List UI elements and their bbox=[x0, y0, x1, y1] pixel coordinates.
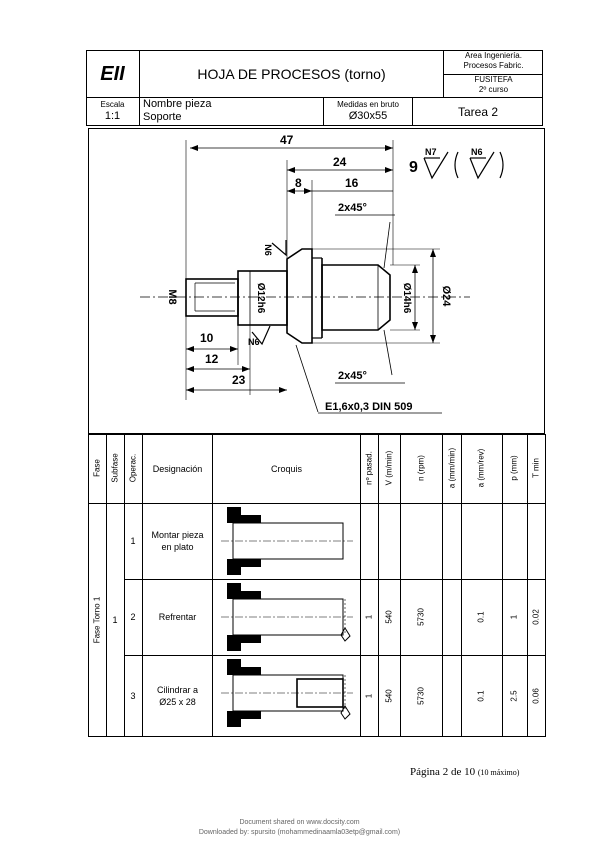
medidas-label: Medidas en bruto bbox=[337, 100, 399, 109]
dept-line-2: Procesos Fabric. bbox=[463, 61, 524, 70]
nombre-value: Soporte bbox=[143, 111, 182, 123]
roughness-b: N6 bbox=[248, 337, 260, 347]
hdr-operac: Operac. bbox=[128, 453, 138, 483]
row2-p: 1 bbox=[509, 614, 519, 620]
row3-designacion: Cilindrar a Ø25 x 28 bbox=[143, 655, 212, 737]
roughness-a: N6 bbox=[263, 244, 273, 256]
finish-n6: N6 bbox=[471, 147, 483, 157]
hdr-t: T min bbox=[531, 458, 541, 478]
row1-op: 1 bbox=[130, 536, 136, 546]
fase-value: Fase Torno 1 bbox=[92, 596, 102, 644]
row3-t: 0.06 bbox=[531, 688, 541, 704]
dim-16: 16 bbox=[345, 176, 359, 190]
dim-10: 10 bbox=[200, 331, 214, 345]
finish-n7: N7 bbox=[425, 147, 437, 157]
row1-des-line1: Montar pieza bbox=[151, 530, 204, 540]
hdr-a-min: a (mm/min) bbox=[447, 447, 457, 489]
medidas-value: Ø30x55 bbox=[348, 110, 388, 122]
escala-label: Escala bbox=[100, 100, 125, 109]
drawing-frame bbox=[88, 128, 545, 434]
row2-designacion: Refrentar bbox=[158, 612, 197, 622]
logo: EII bbox=[100, 62, 125, 85]
dim-47: 47 bbox=[280, 133, 294, 147]
row3-des-line2: Ø25 x 28 bbox=[159, 697, 196, 707]
row3-a-rev: 0.1 bbox=[476, 690, 486, 702]
shared-notice: Document shared on www.docsity.com bbox=[239, 819, 360, 826]
croquis-sketches bbox=[221, 507, 353, 727]
school-name: FUSITEFA bbox=[474, 75, 513, 84]
hdr-subfase: Subfase bbox=[110, 453, 120, 483]
hdr-fase: Fase bbox=[92, 459, 102, 477]
download-notice: Downloaded by: spursito (mohammedinaamla… bbox=[198, 829, 401, 836]
page-note: (10 máximo) bbox=[477, 768, 520, 777]
hdr-p: p (mm) bbox=[509, 455, 519, 481]
header-row bbox=[86, 50, 543, 98]
row3-p: 2.5 bbox=[509, 690, 519, 702]
hdr-n: n (rpm) bbox=[416, 455, 426, 481]
nombre-label: Nombre pieza bbox=[143, 98, 212, 110]
dim-12: 12 bbox=[205, 352, 219, 366]
row3-des-line1: Cilindrar a bbox=[156, 685, 198, 695]
thread-label: M8 bbox=[166, 289, 178, 304]
row3-n: 5730 bbox=[416, 687, 426, 705]
page-number: Página 2 de 10 (10 máximo) bbox=[410, 766, 519, 778]
page-title: HOJA DE PROCESOS (torno) bbox=[197, 66, 386, 82]
dim-8: 8 bbox=[295, 176, 302, 190]
undercut-callout: E1,6x0,3 DIN 509 bbox=[325, 401, 412, 413]
row2-op: 2 bbox=[130, 612, 136, 622]
hdr-croquis: Croquis bbox=[270, 463, 302, 474]
dia-12-label: Ø12h6 bbox=[255, 283, 266, 314]
row2-t: 0.02 bbox=[531, 609, 541, 625]
dia-14-label: Ø14h6 bbox=[401, 283, 412, 314]
hdr-a-rev: a (mm/rev) bbox=[476, 448, 486, 488]
subfase-value: 1 bbox=[112, 615, 118, 625]
chamfer-bottom: 2x45° bbox=[338, 370, 367, 382]
row3-op: 3 bbox=[130, 691, 136, 701]
hdr-npasad: nº pasad. bbox=[364, 451, 374, 485]
chamfer-top: 2x45° bbox=[338, 202, 367, 214]
row3-npasad: 1 bbox=[364, 693, 374, 699]
dia-24-label: Ø24 bbox=[440, 286, 452, 308]
finish-main: 9 bbox=[409, 159, 418, 176]
page-text: Página 2 de 10 bbox=[410, 766, 476, 778]
hdr-designacion: Designación bbox=[152, 463, 203, 474]
dim-23: 23 bbox=[232, 373, 246, 387]
process-table bbox=[88, 434, 546, 737]
row1-designacion: Montar pieza en plato bbox=[143, 503, 212, 579]
dept-line-1: Area Ingeniería. bbox=[465, 51, 522, 60]
row2-v: 540 bbox=[384, 610, 394, 624]
row2-n: 5730 bbox=[416, 608, 426, 626]
tarea-label: Tarea 2 bbox=[457, 105, 499, 119]
row3-v: 540 bbox=[384, 689, 394, 703]
course-label: 2º curso bbox=[478, 85, 509, 94]
header-block bbox=[86, 50, 543, 126]
row1-des-line2: en plato bbox=[161, 542, 194, 552]
row2-a-rev: 0.1 bbox=[476, 611, 486, 623]
row2-npasad: 1 bbox=[364, 614, 374, 620]
dim-24: 24 bbox=[333, 155, 347, 169]
hdr-v: V (m/min) bbox=[384, 450, 394, 486]
escala-value: 1:1 bbox=[104, 110, 121, 122]
